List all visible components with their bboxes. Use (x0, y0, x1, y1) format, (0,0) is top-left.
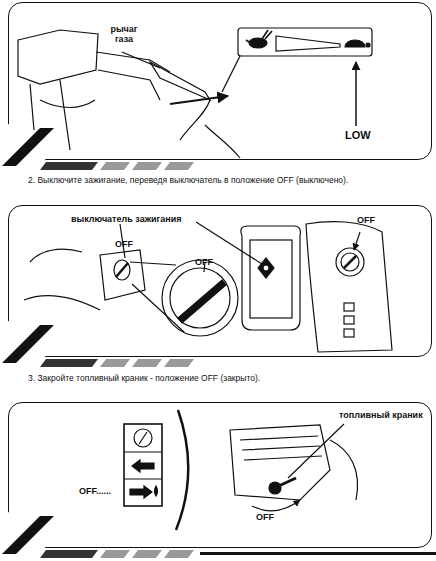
page-rule (200, 552, 436, 555)
switch-dial (162, 260, 238, 336)
illustration-panel: рычаг газаLOW (8, 2, 432, 160)
panel-switch (341, 253, 359, 271)
engine-detail (24, 249, 100, 310)
part-label: топливный краник (339, 411, 423, 421)
engine-detail (180, 100, 240, 158)
part-label: OFF (256, 513, 274, 523)
panel-switch (336, 248, 364, 276)
corner-band (2, 516, 54, 554)
switch-slot (178, 280, 226, 323)
stripe (40, 359, 98, 367)
panel-indicator (344, 329, 354, 337)
stripe (100, 162, 130, 170)
throttle-illustration (18, 28, 372, 158)
stripe (164, 162, 194, 170)
engine-body (96, 52, 170, 100)
ignition-illustration (24, 222, 392, 352)
engine-cover (18, 30, 98, 84)
corner-band (2, 128, 54, 166)
engine-detail (30, 80, 95, 150)
turtle-symbol (345, 40, 365, 47)
panel-indicator (344, 316, 354, 324)
stripe (40, 162, 98, 170)
part-label: рычаг газа (101, 25, 147, 45)
pointer-arrow (355, 62, 357, 126)
throttle-wedge (276, 36, 340, 51)
switch-symbol (258, 258, 274, 278)
engine-fins (240, 436, 322, 460)
switch-dial (170, 268, 230, 328)
control-panel (306, 222, 392, 352)
turn-arrow (252, 500, 300, 511)
panel-switch (344, 256, 356, 268)
turtle-symbol (366, 43, 370, 47)
part-label: LOW (345, 129, 371, 141)
stripe (132, 550, 162, 558)
stripe (164, 550, 194, 558)
switch-symbol (263, 265, 269, 271)
stripe (132, 359, 162, 367)
step-caption: 2. Выключите зажигание, переведя выключа… (28, 175, 348, 185)
fuel-drop-symbol (155, 486, 158, 496)
zoom-line (132, 284, 184, 332)
stripe (164, 359, 194, 367)
leader-line (222, 56, 240, 92)
rabbit-symbol (246, 30, 272, 42)
switch-plate (250, 240, 292, 318)
leader-line (122, 52, 160, 68)
throttle-plate (238, 28, 372, 56)
panel-corner (0, 313, 194, 367)
pointer-arrow (354, 232, 360, 250)
leader-line (288, 424, 358, 500)
stripe (132, 162, 162, 170)
part-label: OFF (115, 240, 133, 250)
fuel-valve-illustration (124, 410, 358, 530)
switch-knob (116, 263, 128, 277)
fuel-valve (269, 482, 281, 494)
throttle-lever (150, 62, 210, 100)
engine-body (230, 425, 330, 500)
stripe (100, 359, 130, 367)
direction-arrow (170, 96, 228, 104)
switch-plate (241, 226, 301, 330)
rabbit-symbol (249, 38, 267, 48)
panel-corner (0, 504, 436, 558)
bracket-curve (176, 410, 188, 530)
switch-housing (100, 250, 145, 300)
zoom-line (130, 262, 176, 265)
valve-lever (270, 478, 296, 490)
gauge-symbol (139, 432, 147, 444)
part-label: выключатель зажигания (71, 215, 182, 225)
switch-knob (114, 260, 130, 280)
stripe (40, 550, 98, 558)
stripe (100, 550, 130, 558)
off-arrow-symbol (130, 486, 152, 498)
valve-label (124, 451, 162, 452)
on-arrow-symbol (132, 460, 154, 472)
leader-line (120, 222, 262, 264)
step-caption: 3. Закройте топливный краник - положение… (28, 373, 260, 383)
illustration-panel: топливный краникOFF...... OFF (8, 402, 432, 548)
panel-indicator (344, 303, 354, 311)
illustration-panel: выключатель зажиганияOFFOFFOFF (8, 205, 432, 357)
valve-label (124, 424, 162, 506)
panel-corner (0, 116, 194, 170)
part-label: OFF (357, 216, 375, 226)
part-label: OFF (195, 258, 213, 268)
valve-label (124, 478, 162, 479)
part-label: OFF...... (79, 487, 111, 497)
corner-band (2, 325, 54, 363)
gauge-symbol (134, 429, 152, 447)
